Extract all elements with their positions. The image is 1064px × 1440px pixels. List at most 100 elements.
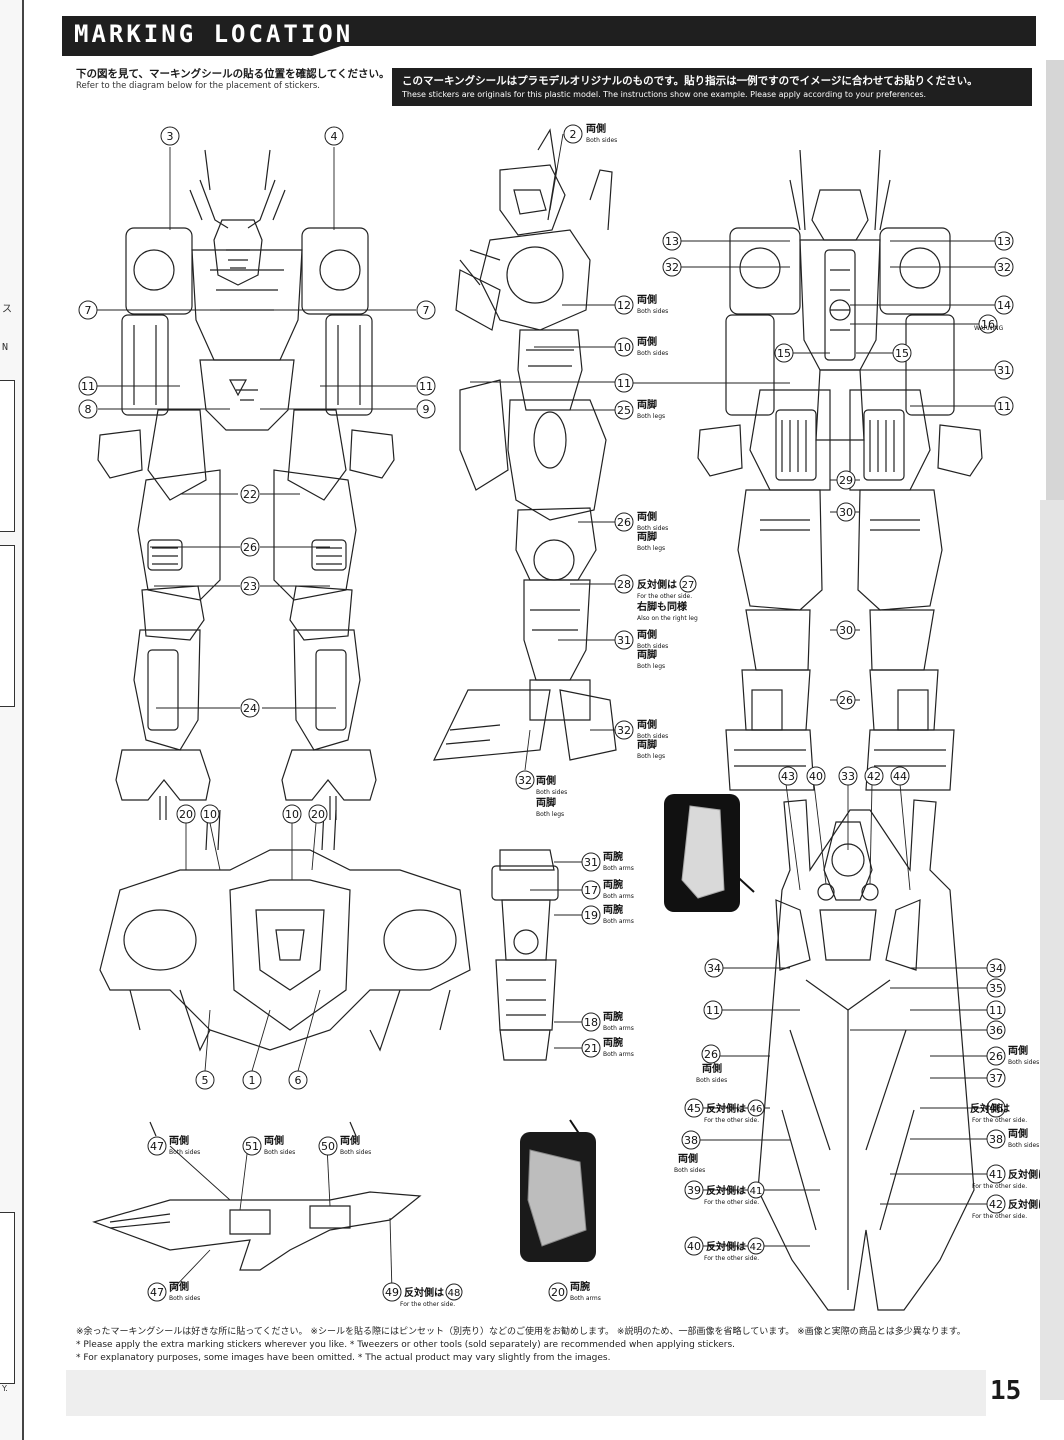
callout-42-bottom: 42 (747, 1237, 765, 1255)
svg-text:39: 39 (687, 1184, 701, 1197)
svg-text:23: 23 (243, 580, 257, 593)
callout-40-bottom: 40 (684, 1236, 704, 1256)
svg-text:両脚: 両脚 (637, 648, 657, 661)
callout-1: 1 (242, 1070, 262, 1090)
svg-text:両側: 両側 (637, 718, 657, 731)
svg-text:42: 42 (867, 770, 881, 783)
svg-text:33: 33 (841, 770, 855, 783)
backpack-top-view (99, 796, 471, 1052)
callout-27: 27 (679, 575, 697, 593)
callout-46-left: 46 (747, 1099, 765, 1117)
svg-text:26: 26 (704, 1048, 718, 1061)
svg-text:Both arms: Both arms (603, 1025, 634, 1032)
svg-text:47: 47 (150, 1286, 164, 1299)
svg-text:42: 42 (750, 1242, 763, 1253)
callout-41-left: 41 (747, 1181, 765, 1199)
callout-32-side: 32 (614, 720, 634, 740)
callout-43: 43 (778, 766, 798, 786)
svg-text:26: 26 (617, 516, 631, 529)
svg-text:26: 26 (989, 1050, 1003, 1063)
svg-text:Both sides: Both sides (637, 733, 668, 740)
binding-spine: ス N Y. (0, 0, 24, 1440)
callout-42-top: 42 (864, 766, 884, 786)
svg-text:6: 6 (295, 1074, 302, 1087)
svg-text:20: 20 (311, 808, 325, 821)
sticker-photo-2 (520, 1119, 596, 1262)
svg-text:右脚も同様: 右脚も同様 (636, 600, 688, 613)
callout-41-right: 41 (986, 1164, 1006, 1184)
svg-text:Both legs: Both legs (536, 811, 564, 818)
svg-text:Both arms: Both arms (603, 865, 634, 872)
svg-text:両側: 両側 (637, 293, 657, 306)
callout-11-shield-left: 11 (703, 1000, 723, 1020)
callout-42-right: 42 (986, 1194, 1006, 1214)
callout-36: 36 (986, 1020, 1006, 1040)
svg-text:両脚: 両脚 (637, 398, 657, 411)
svg-text:Both arms: Both arms (603, 918, 634, 925)
svg-text:7: 7 (85, 304, 92, 317)
callout-13-right: 13 (994, 231, 1014, 251)
svg-text:両側: 両側 (340, 1134, 360, 1147)
svg-text:Both sides: Both sides (536, 789, 567, 796)
svg-text:3: 3 (167, 130, 174, 143)
callout-11-shield-right: 11 (986, 1000, 1006, 1020)
svg-text:Both legs: Both legs (637, 545, 665, 552)
svg-text:11: 11 (419, 380, 433, 393)
callout-26-side: 26 (614, 512, 634, 532)
svg-text:両側: 両側 (1008, 1127, 1028, 1140)
svg-text:30: 30 (839, 624, 853, 637)
callout-32-foot: 32 (515, 770, 535, 790)
intro-en: Refer to the diagram below for the place… (76, 81, 320, 91)
svg-text:両脚: 両脚 (637, 738, 657, 751)
svg-text:両腕: 両腕 (570, 1280, 590, 1293)
callout-46-right: 46 (986, 1098, 1006, 1118)
svg-text:16: 16 (981, 318, 995, 331)
intro-text: 下の図を見て、マーキングシールの貼る位置を確認してください。 Refer to … (76, 66, 390, 91)
callout-15-right: 15 (892, 343, 912, 363)
front-view-figure (97, 149, 395, 801)
svg-text:20: 20 (179, 808, 193, 821)
svg-text:Both sides: Both sides (586, 137, 617, 144)
callout-26-front: 26 (240, 537, 260, 557)
svg-text:For the other side.: For the other side. (704, 1255, 759, 1262)
callout-17: 17 (581, 880, 601, 900)
callout-30-lower: 30 (836, 620, 856, 640)
callout-26-shield-left: 26 (701, 1044, 721, 1064)
side-tab-1 (0, 380, 15, 532)
callout-47-bottom: 47 (147, 1282, 167, 1302)
svg-text:32: 32 (617, 724, 631, 737)
svg-text:24: 24 (243, 702, 257, 715)
svg-text:29: 29 (839, 474, 853, 487)
callout-23: 23 (240, 576, 260, 596)
svg-text:49: 49 (385, 1286, 399, 1299)
svg-text:50: 50 (321, 1140, 335, 1153)
svg-text:13: 13 (997, 235, 1011, 248)
svg-text:15: 15 (895, 347, 909, 360)
callout-34-right: 34 (986, 958, 1006, 978)
svg-text:Both sides: Both sides (169, 1295, 200, 1302)
svg-text:10: 10 (617, 341, 631, 354)
svg-text:両側: 両側 (637, 510, 657, 523)
page-edge-shade-lower (1040, 500, 1064, 1400)
svg-text:Both sides: Both sides (637, 525, 668, 532)
callout-31-arm: 31 (581, 852, 601, 872)
svg-text:Both sides: Both sides (340, 1149, 371, 1156)
callout-39-left: 39 (684, 1180, 704, 1200)
svg-text:両腕: 両腕 (603, 850, 623, 863)
spine-kana: ス (2, 304, 12, 315)
svg-text:40: 40 (809, 770, 823, 783)
callout-10-side: 10 (614, 337, 634, 357)
svg-text:Both sides: Both sides (674, 1167, 705, 1174)
svg-text:31: 31 (997, 364, 1011, 377)
svg-text:26: 26 (839, 694, 853, 707)
svg-text:両側: 両側 (637, 628, 657, 641)
side-tab-3 (0, 1212, 15, 1384)
callout-2: 2 (563, 124, 583, 144)
callout-5: 5 (195, 1070, 215, 1090)
svg-text:12: 12 (617, 299, 631, 312)
svg-text:Both sides: Both sides (264, 1149, 295, 1156)
svg-text:43: 43 (781, 770, 795, 783)
svg-text:48: 48 (448, 1288, 461, 1299)
svg-text:両側: 両側 (536, 774, 556, 787)
svg-text:2: 2 (570, 128, 577, 141)
